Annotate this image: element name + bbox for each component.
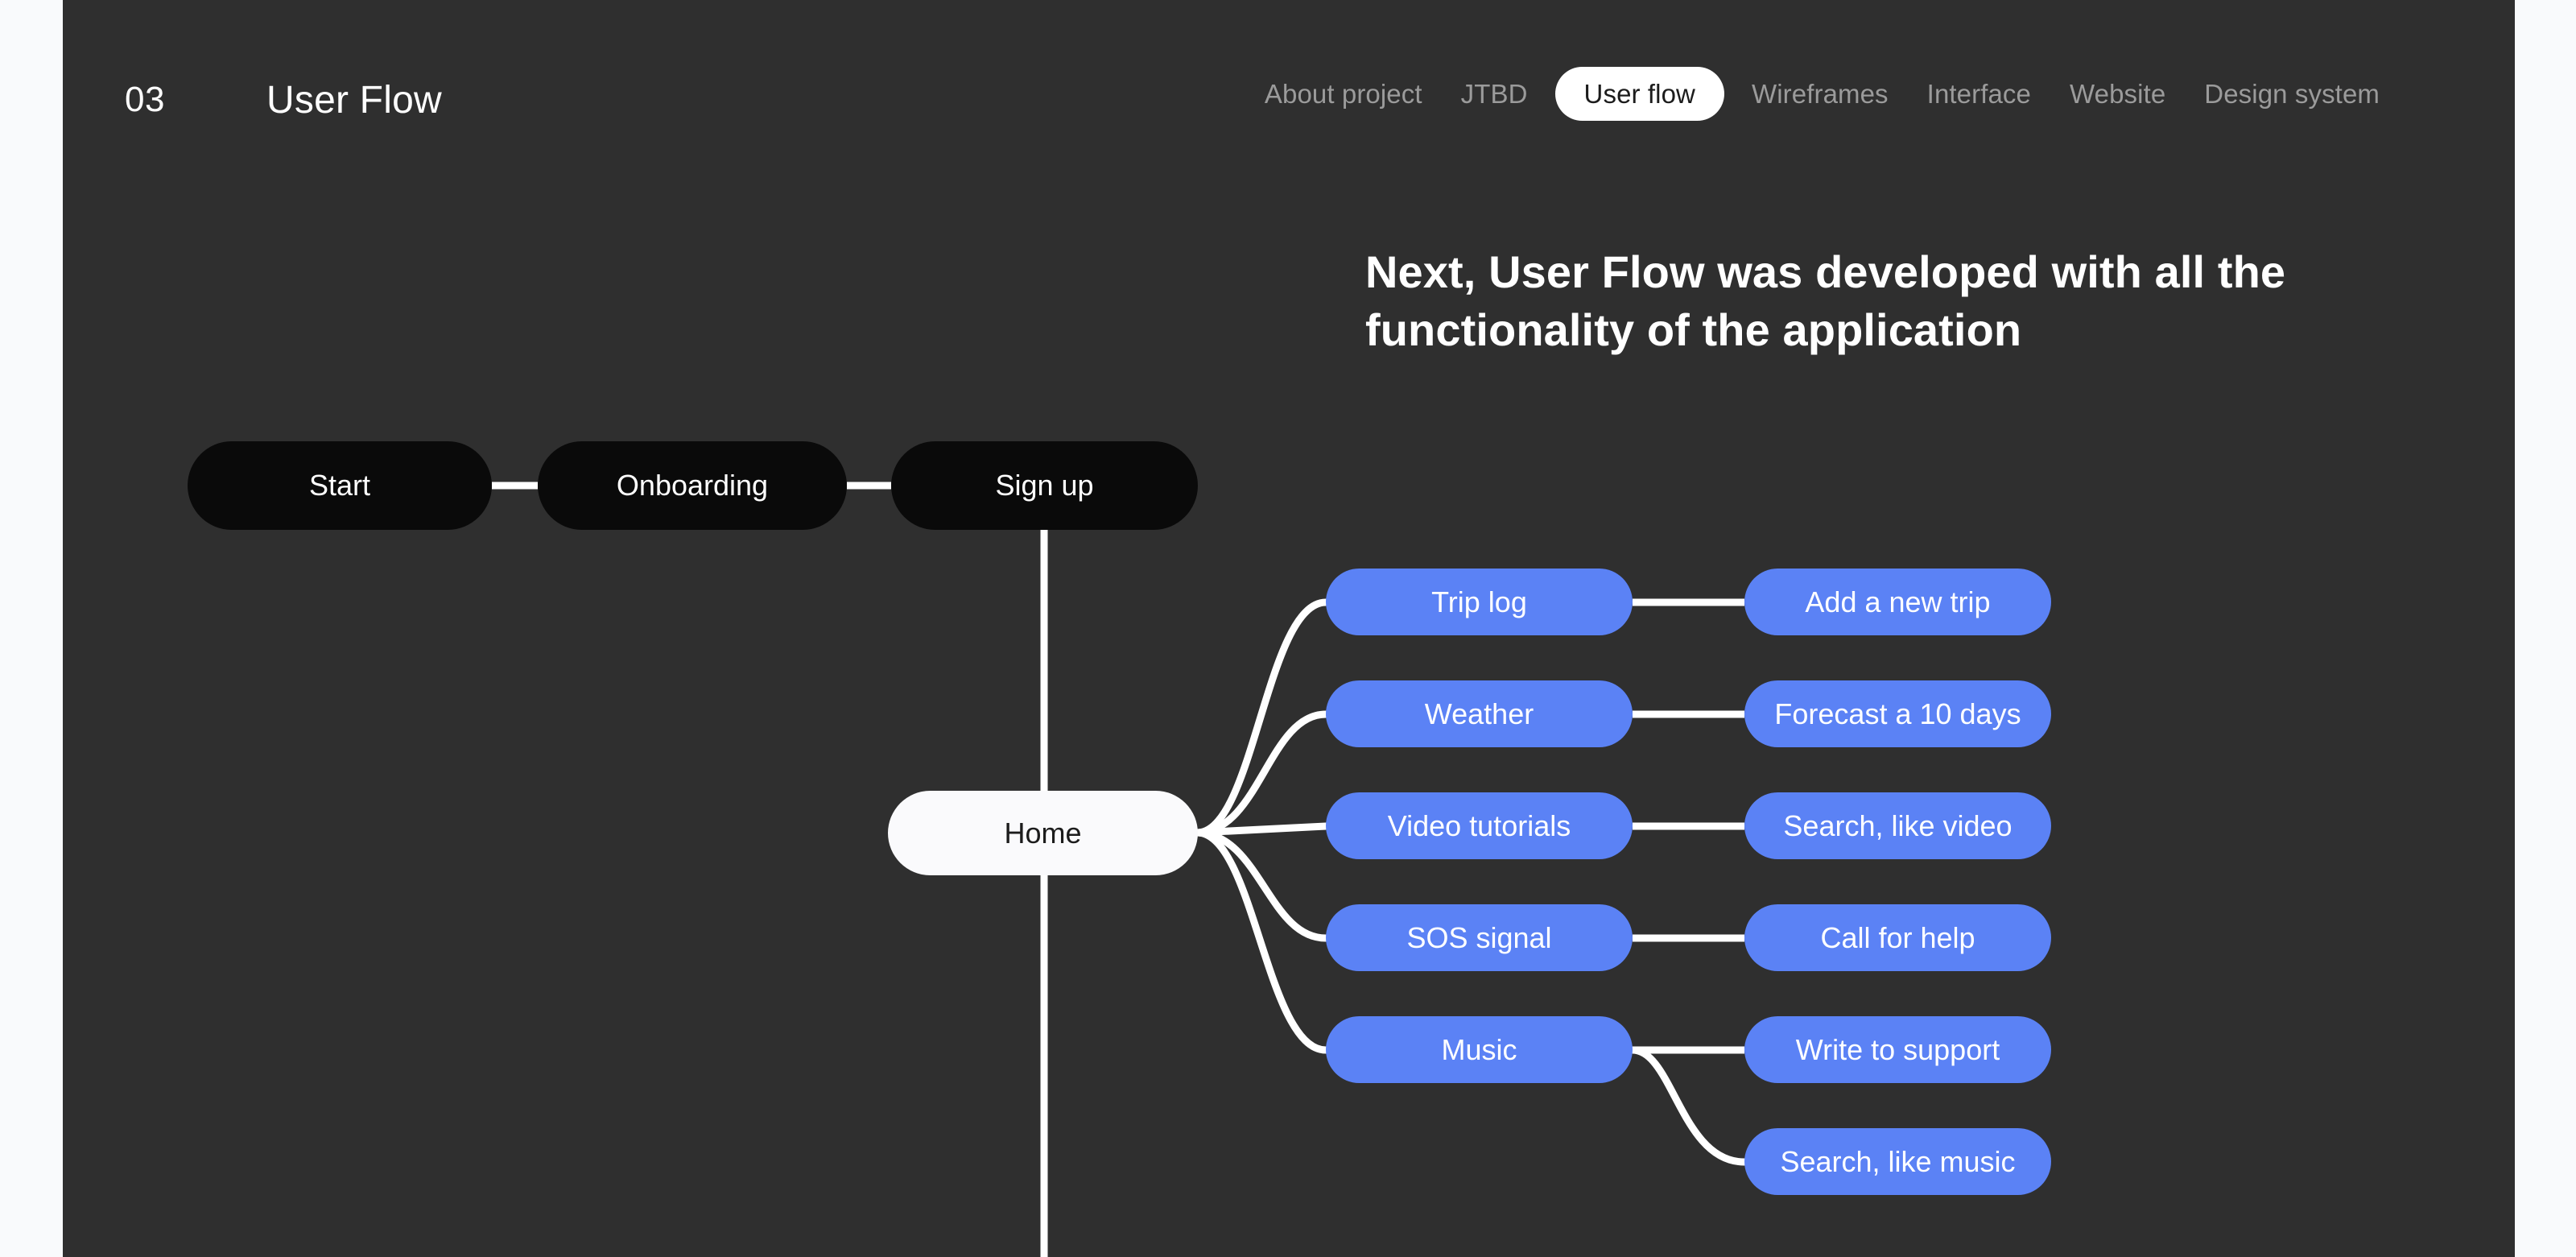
- flow-node-add-a-new-trip[interactable]: Add a new trip: [1744, 569, 2051, 635]
- flow-node-home[interactable]: Home: [888, 791, 1198, 875]
- flow-node-label: Search, like video: [1783, 808, 2013, 842]
- edge-home-music: [1194, 829, 1330, 1054]
- edge-music-search-music: [1629, 1046, 1748, 1166]
- nav-item-user-flow[interactable]: User flow: [1554, 67, 1724, 121]
- flow-node-video-tutorials[interactable]: Video tutorials: [1326, 792, 1633, 859]
- flow-node-label: Onboarding: [616, 469, 769, 502]
- top-nav: About project JTBD User flow Wireframes …: [1245, 67, 2399, 121]
- flow-node-label: Write to support: [1795, 1032, 2000, 1066]
- flow-node-label: Weather: [1424, 697, 1534, 730]
- flow-node-search-like-video[interactable]: Search, like video: [1744, 792, 2051, 859]
- page-title: User Flow: [266, 79, 442, 122]
- flow-node-label: Music: [1441, 1032, 1517, 1066]
- flow-node-search-like-music[interactable]: Search, like music: [1744, 1128, 2051, 1195]
- edge-home-sos-signal: [1194, 829, 1330, 942]
- flow-node-label: Forecast a 10 days: [1774, 697, 2021, 730]
- flow-node-label: Search, like music: [1780, 1144, 2016, 1178]
- flow-node-weather[interactable]: Weather: [1326, 680, 1633, 747]
- flow-node-label: Sign up: [995, 469, 1094, 502]
- flow-node-write-to-support[interactable]: Write to support: [1744, 1016, 2051, 1083]
- flow-node-label: Call for help: [1820, 920, 1975, 954]
- edge-home-weather: [1194, 710, 1330, 837]
- user-flow-diagram: Start Onboarding Sign up Home Trip log W…: [63, 0, 2515, 1257]
- flow-node-label: SOS signal: [1406, 920, 1552, 954]
- flow-node-call-for-help[interactable]: Call for help: [1744, 904, 2051, 971]
- nav-item-wireframes[interactable]: Wireframes: [1751, 79, 1889, 109]
- nav-item-design-system[interactable]: Design system: [2204, 79, 2380, 109]
- edge-home-video-tutorials: [1194, 822, 1330, 837]
- nav-item-website[interactable]: Website: [2069, 79, 2166, 109]
- flow-node-label: Add a new trip: [1805, 585, 1991, 618]
- flow-node-label: Start: [308, 469, 371, 502]
- flow-edges: [492, 482, 1748, 1257]
- flow-node-label: Home: [1004, 816, 1082, 850]
- nav-item-about-project[interactable]: About project: [1264, 79, 1422, 109]
- flow-node-label: Trip log: [1431, 585, 1527, 618]
- flow-node-music[interactable]: Music: [1326, 1016, 1633, 1083]
- nav-item-interface[interactable]: Interface: [1926, 79, 2031, 109]
- flow-node-start[interactable]: Start: [188, 441, 492, 530]
- slide-canvas: 03 User Flow About project JTBD User flo…: [63, 0, 2515, 1257]
- flow-node-forecast-a-10-days[interactable]: Forecast a 10 days: [1744, 680, 2051, 747]
- edge-home-trip-log: [1194, 598, 1330, 837]
- intro-heading: Next, User Flow was developed with all t…: [1365, 246, 2286, 356]
- flow-node-sos-signal[interactable]: SOS signal: [1326, 904, 1633, 971]
- slide-number: 03: [125, 80, 165, 119]
- flow-node-sign-up[interactable]: Sign up: [891, 441, 1198, 530]
- flow-node-onboarding[interactable]: Onboarding: [538, 441, 847, 530]
- flow-node-label: Video tutorials: [1387, 808, 1571, 842]
- nav-item-jtbd[interactable]: JTBD: [1460, 79, 1528, 109]
- flow-node-trip-log[interactable]: Trip log: [1326, 569, 1633, 635]
